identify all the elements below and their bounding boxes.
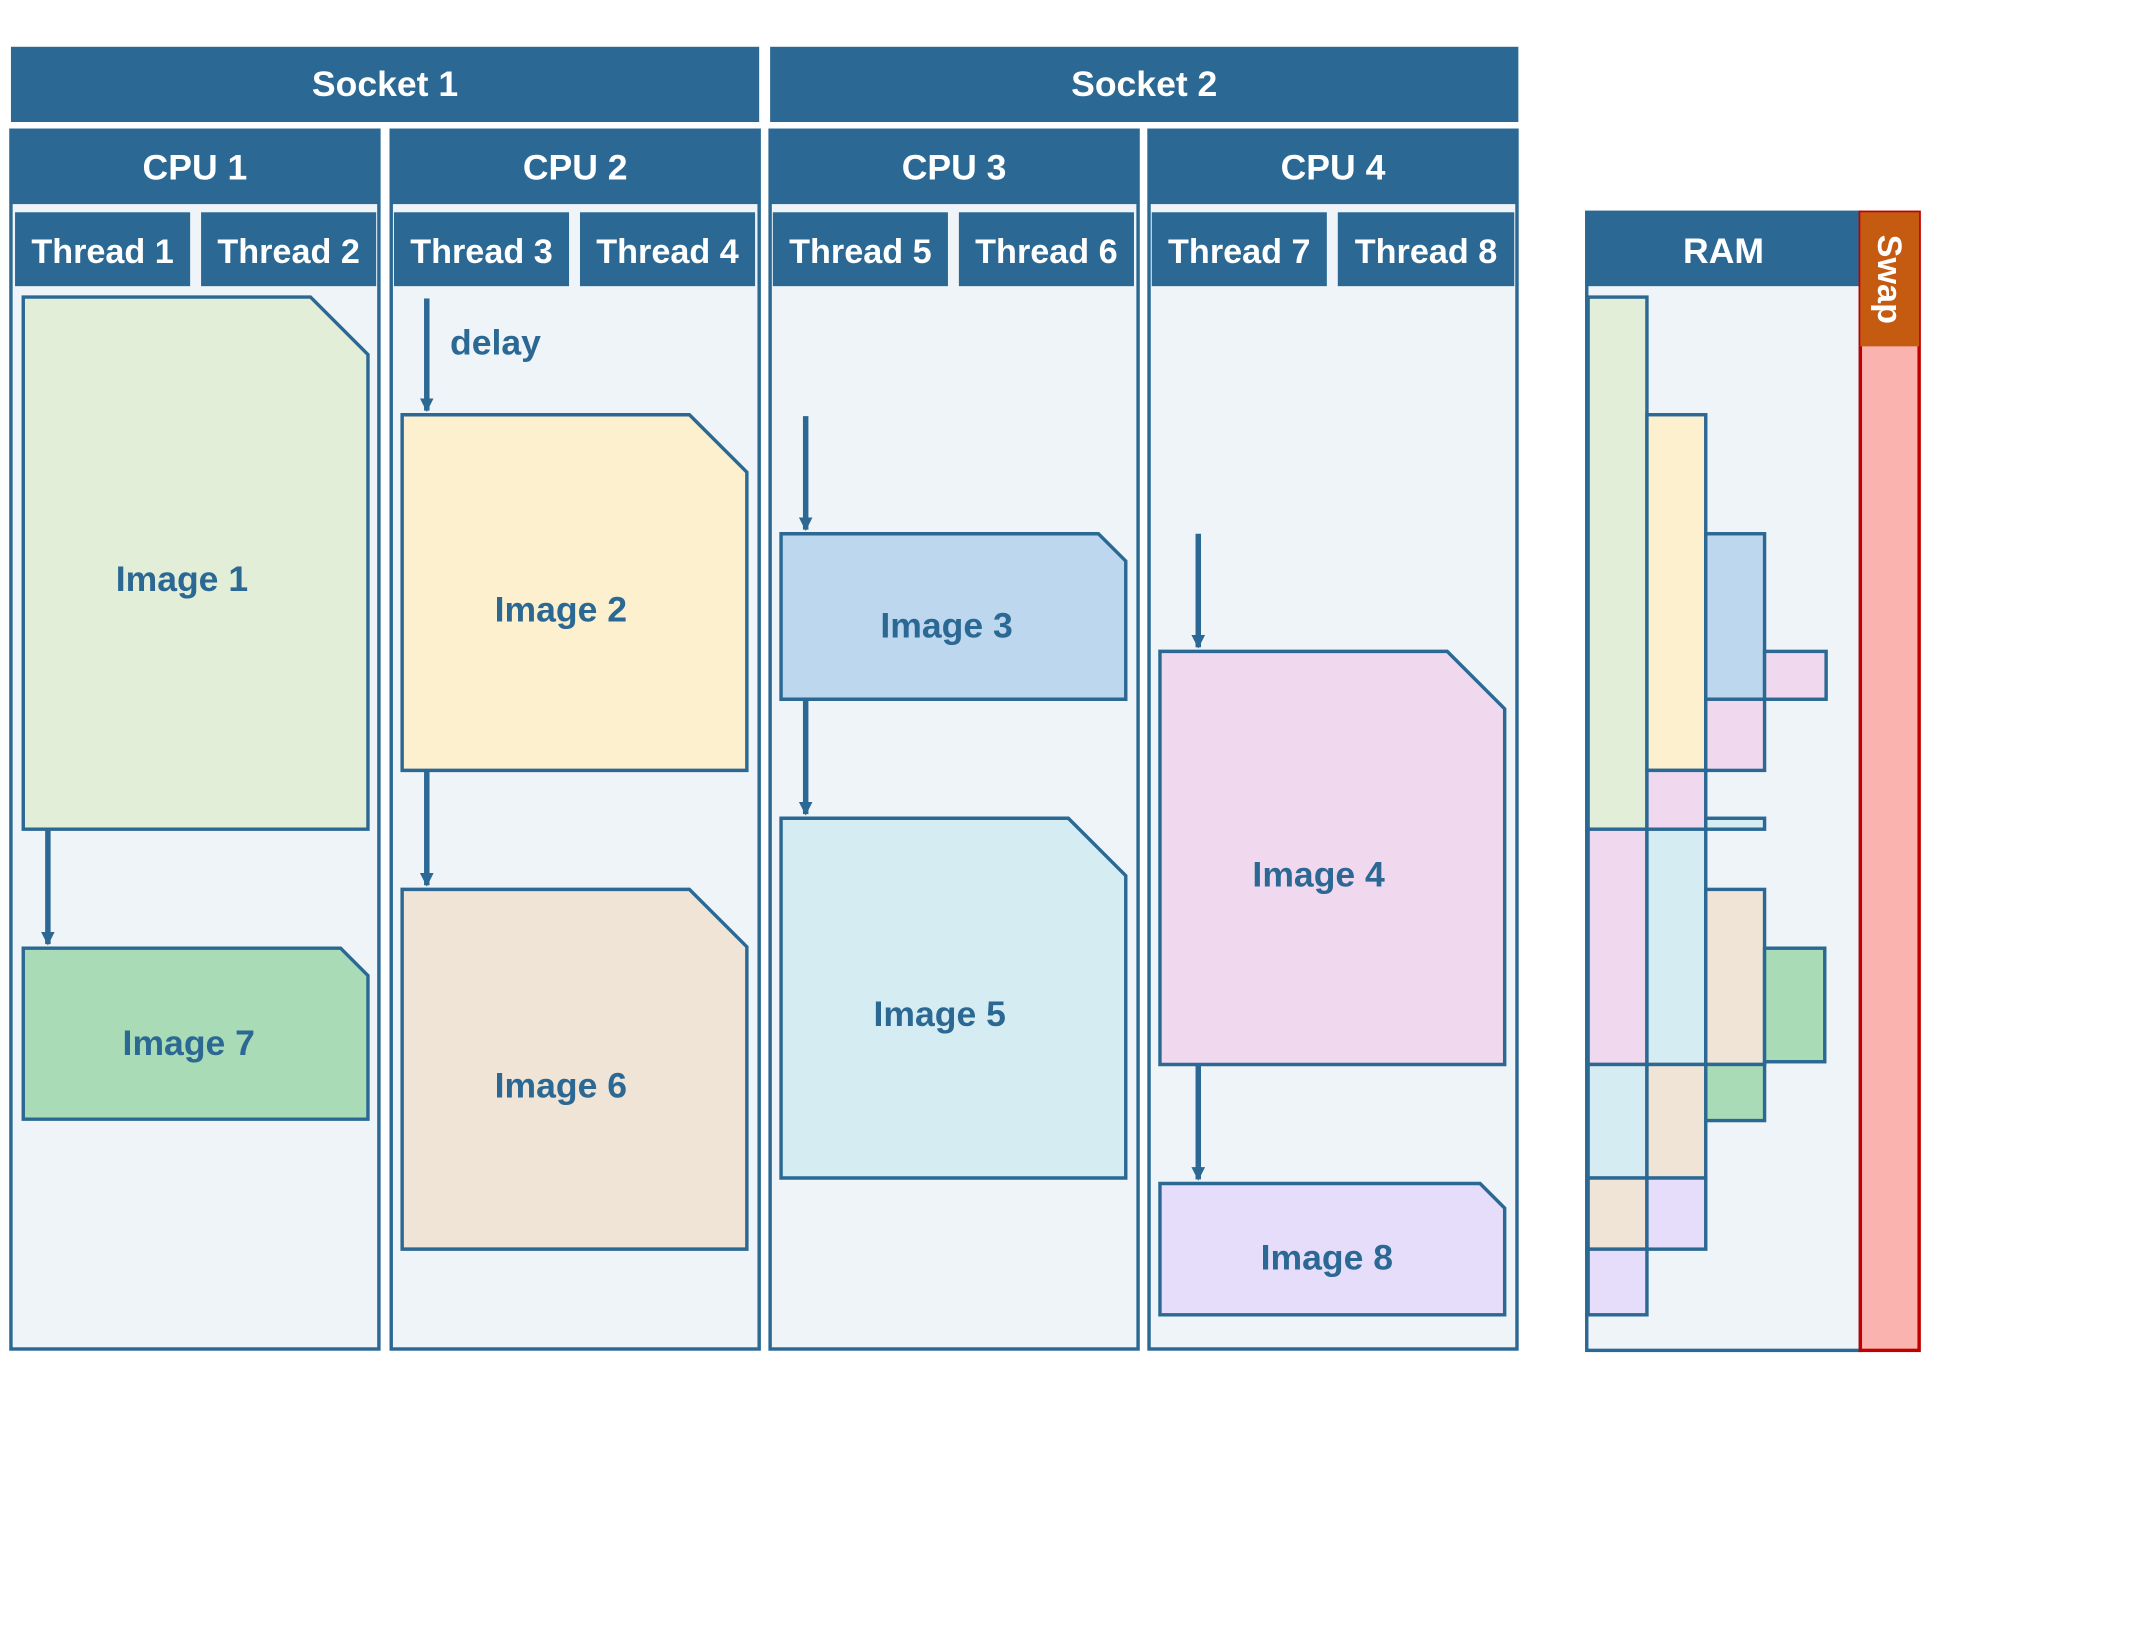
ram-block-image-7 xyxy=(1704,1062,1767,1123)
ram-header xyxy=(1586,212,1861,287)
thread-header-4: Thread 4 xyxy=(579,212,756,287)
cpu-label: CPU 2 xyxy=(523,147,628,187)
thread-header-2: Thread 2 xyxy=(201,212,377,287)
thread-label: Thread 3 xyxy=(410,233,553,271)
thread-header-6: Thread 6 xyxy=(958,212,1134,287)
swap-header xyxy=(1860,212,1920,347)
cpu-label: CPU 3 xyxy=(902,147,1007,187)
swap-body xyxy=(1858,210,1921,1353)
cpu-header-3: CPU 3 xyxy=(770,130,1139,205)
image-box-2: Image 2 xyxy=(400,413,749,773)
image-box-5: Image 5 xyxy=(779,816,1128,1180)
image-box-3: Image 3 xyxy=(779,532,1128,701)
thread-header-8: Thread 8 xyxy=(1337,212,1515,287)
ram-block-image-8 xyxy=(1645,1176,1708,1251)
ram-block-image-4 xyxy=(1704,697,1767,773)
delay-label: delay xyxy=(450,323,541,363)
image-label: Image 6 xyxy=(495,1065,627,1105)
image-box-7: Image 7 xyxy=(21,946,370,1121)
ram-block-image-4 xyxy=(1586,827,1649,1067)
swap-panel: Swap xyxy=(1858,210,1921,1353)
image-label: Image 8 xyxy=(1261,1238,1393,1278)
ram-block-image-4 xyxy=(1645,768,1708,831)
image-label: Image 4 xyxy=(1252,855,1385,895)
image-label: Image 7 xyxy=(123,1023,255,1063)
swap-label: Swap xyxy=(1870,235,1908,324)
image-label: Image 2 xyxy=(495,589,627,629)
ram-block-image-2 xyxy=(1645,413,1708,773)
ram-usage-blocks xyxy=(1586,295,1828,1317)
cpu-label: CPU 1 xyxy=(143,147,248,187)
image-label: Image 1 xyxy=(116,559,248,599)
thread-label: Thread 8 xyxy=(1355,233,1498,271)
thread-header-7: Thread 7 xyxy=(1151,212,1327,287)
ram-block-image-6 xyxy=(1704,887,1767,1067)
ram-block-image-6 xyxy=(1586,1176,1649,1251)
ram-block-image-4 xyxy=(1762,649,1828,701)
ram-label: RAM xyxy=(1683,231,1764,271)
thread-label: Thread 1 xyxy=(31,233,174,271)
cpu-header-2: CPU 2 xyxy=(391,130,760,205)
thread-label: Thread 2 xyxy=(217,233,360,271)
thread-label: Thread 7 xyxy=(1168,233,1311,271)
image-box-1: Image 1 xyxy=(21,295,370,831)
thread-label: Thread 5 xyxy=(789,233,931,271)
image-label: Image 3 xyxy=(880,606,1012,646)
ram-block-image-5 xyxy=(1645,827,1708,1067)
cpu-header-1: CPU 1 xyxy=(10,130,379,205)
cpu-label: CPU 4 xyxy=(1281,147,1386,187)
socket-header-2: Socket 2 xyxy=(770,46,1519,123)
cpu-header-4: CPU 4 xyxy=(1149,130,1517,205)
ram-block-image-5 xyxy=(1586,1062,1649,1180)
ram-block-image-3 xyxy=(1704,532,1767,701)
image-label: Image 5 xyxy=(874,994,1006,1034)
thread-header-1: Thread 1 xyxy=(15,212,191,287)
ram-block-image-8 xyxy=(1586,1247,1649,1317)
ram-block-image-1 xyxy=(1586,295,1649,831)
image-box-8: Image 8 xyxy=(1158,1181,1507,1317)
socket-label: Socket 2 xyxy=(1071,64,1217,104)
thread-header-3: Thread 3 xyxy=(393,212,570,287)
ram-block-image-5 xyxy=(1704,816,1767,831)
image-box-4: Image 4 xyxy=(1158,649,1507,1067)
socket-label: Socket 1 xyxy=(312,64,458,104)
ram-block-image-6 xyxy=(1645,1062,1708,1180)
image-box-6: Image 6 xyxy=(400,887,749,1251)
thread-label: Thread 6 xyxy=(975,233,1118,271)
thread-header-5: Thread 5 xyxy=(772,212,948,287)
socket-header-1: Socket 1 xyxy=(10,46,760,123)
ram-block-image-7 xyxy=(1762,946,1827,1064)
thread-label: Thread 4 xyxy=(596,233,738,271)
